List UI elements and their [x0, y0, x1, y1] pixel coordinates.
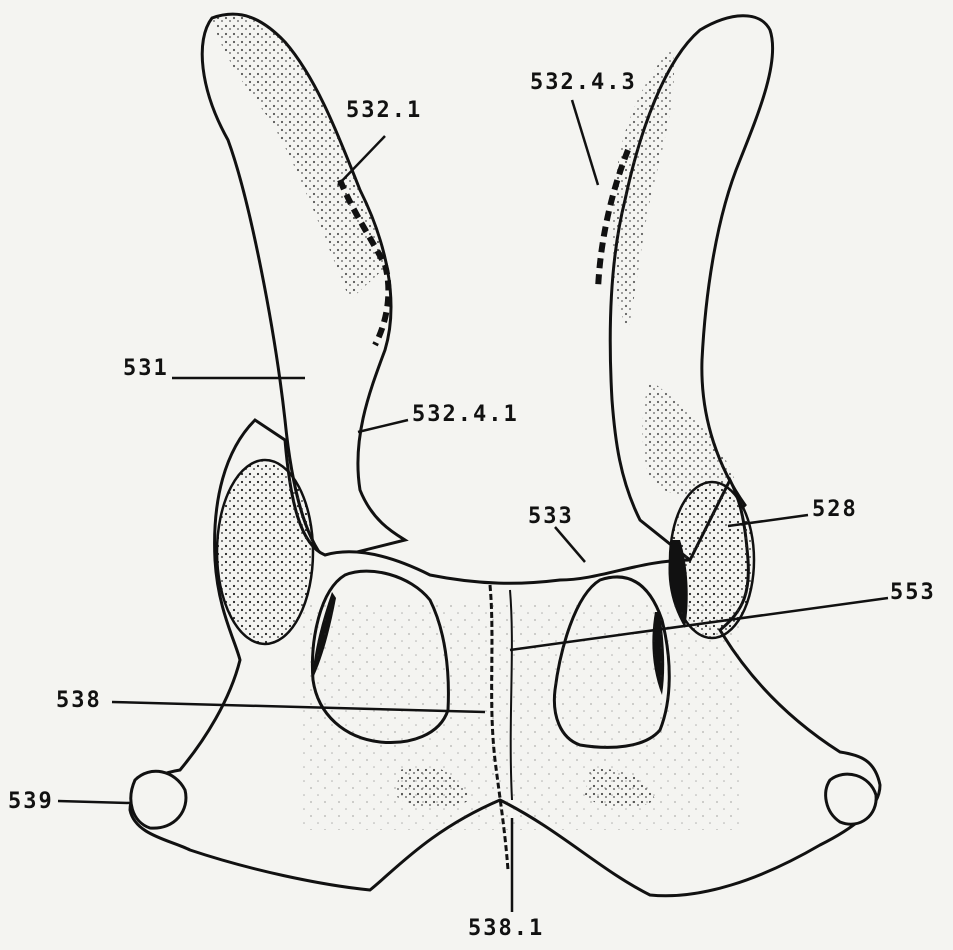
label-553: 553: [890, 582, 936, 604]
label-532-4-1: 532.4.1: [412, 404, 519, 426]
label-538: 538: [56, 690, 102, 712]
label-531: 531: [123, 358, 169, 380]
left-acetabulum: [217, 460, 313, 644]
label-532-4-3: 532.4.3: [530, 72, 637, 94]
label-532-1: 532.1: [346, 100, 422, 122]
left-ischial-tuber: [131, 771, 186, 828]
label-528: 528: [812, 499, 858, 521]
label-538-1: 538.1: [468, 918, 544, 940]
label-533: 533: [528, 506, 574, 528]
right-ischial-tuber: [826, 774, 876, 824]
body-light-stipple: [300, 600, 740, 830]
label-539: 539: [8, 791, 54, 813]
